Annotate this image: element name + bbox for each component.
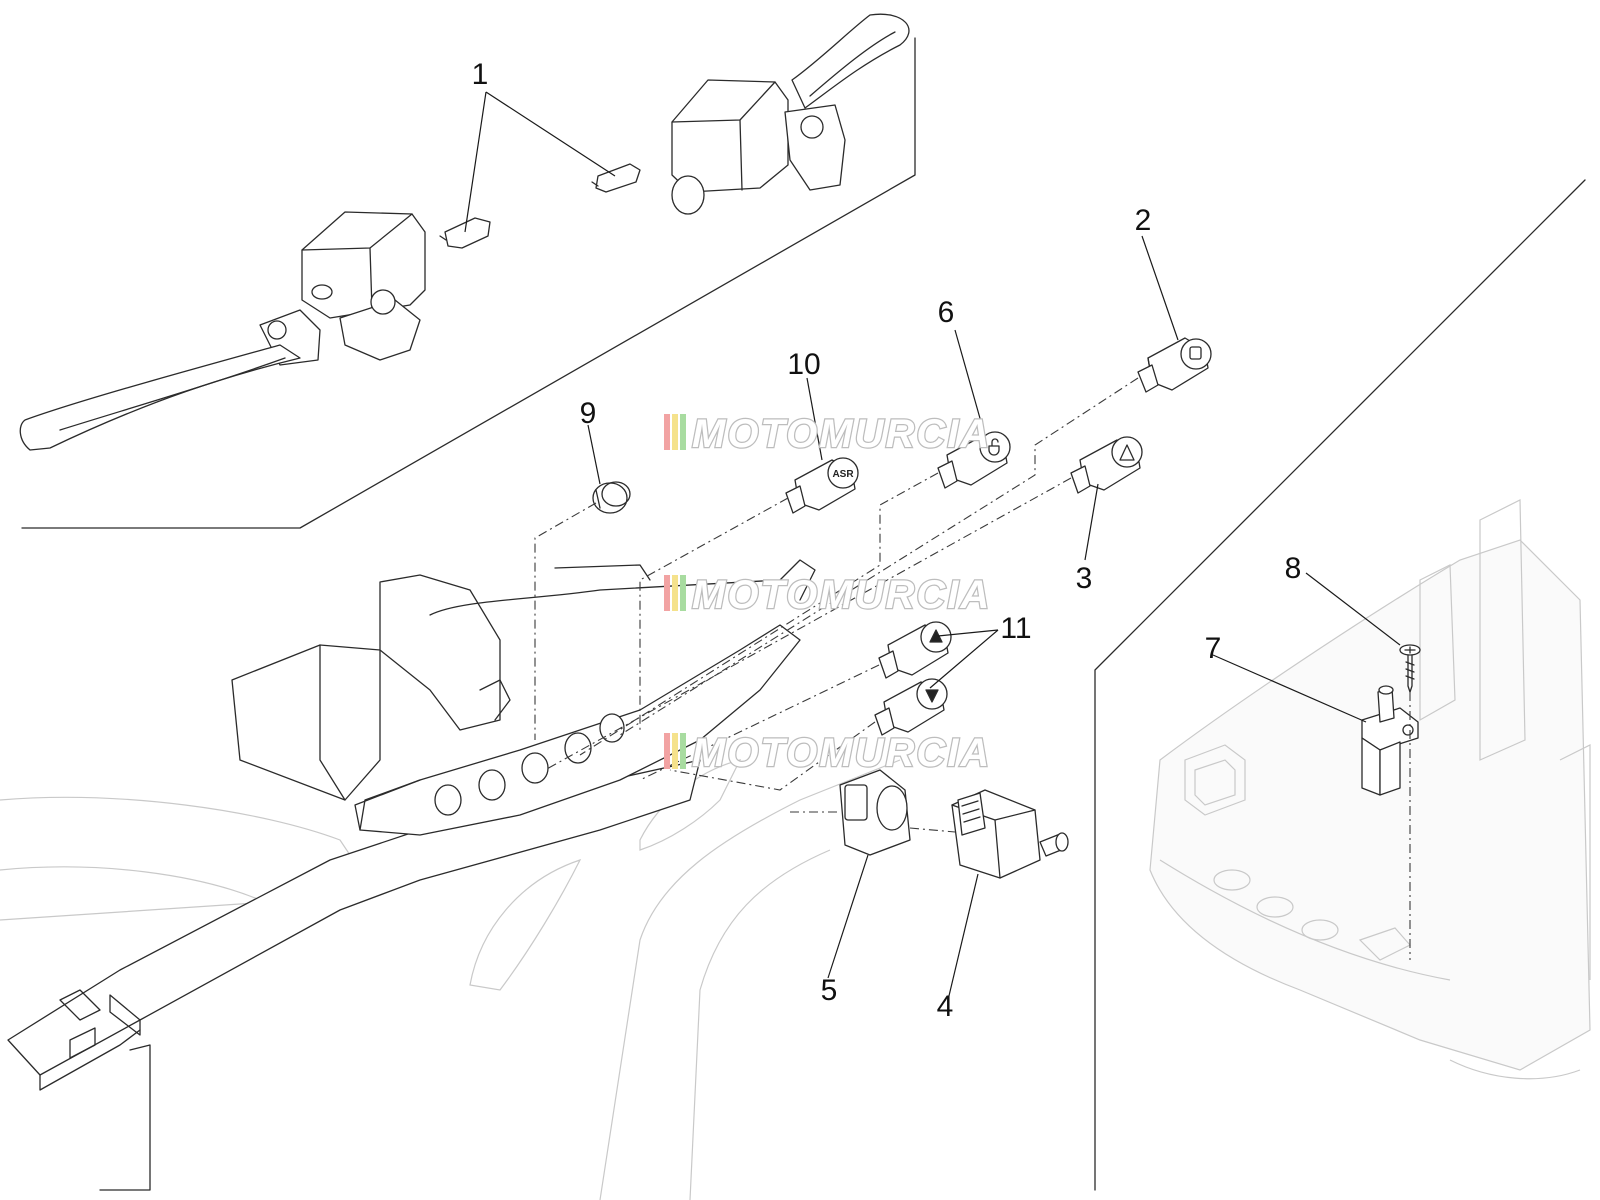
callout-6: 6 <box>938 296 955 329</box>
switch-6-unlock-icon <box>937 431 1011 489</box>
callout-4: 4 <box>937 990 954 1023</box>
assembly-lines <box>534 377 1411 960</box>
panel-dividers <box>21 37 1586 1191</box>
switch-2-boot-icon <box>1137 337 1212 393</box>
brake-stop-switches <box>439 163 641 249</box>
upper-bracket <box>379 574 501 731</box>
watermark-3: MOTOMURCIA <box>664 730 991 776</box>
callout-5: 5 <box>821 974 838 1007</box>
dashboard-background <box>0 759 901 1200</box>
watermark-2: MOTOMURCIA <box>664 572 991 618</box>
switch-10-asr: ASR <box>785 457 859 514</box>
switch-housing <box>354 624 801 836</box>
callout-10: 10 <box>787 348 820 381</box>
leader-lines <box>464 91 1401 1001</box>
callout-8: 8 <box>1285 552 1302 585</box>
callout-2: 2 <box>1135 204 1152 237</box>
asr-label: ASR <box>832 469 854 480</box>
callout-1: 1 <box>472 58 489 91</box>
dashboard-switch-panel <box>7 559 816 1191</box>
switch-3-hazard-icon <box>1070 436 1143 494</box>
glovebox-background <box>1149 499 1591 1080</box>
glovebox-light-switch-7 <box>1361 685 1419 796</box>
left-tab <box>231 644 381 801</box>
brake-master-cylinder-right <box>671 13 910 215</box>
switch-holes <box>434 713 625 816</box>
switch-11-up-arrow <box>878 621 952 679</box>
watermark-text: MOTOMURCIA <box>692 731 991 775</box>
switch-body-4 <box>951 789 1069 879</box>
right-panel-border <box>1094 179 1586 1191</box>
watermark-text: MOTOMURCIA <box>692 573 991 617</box>
brake-master-cylinder-left <box>19 211 426 451</box>
callout-9: 9 <box>580 397 597 430</box>
blanking-cap-9 <box>592 481 631 514</box>
callout-7: 7 <box>1205 632 1222 665</box>
switch-11-down-arrow <box>874 678 948 736</box>
top-left-panel-border <box>21 37 916 529</box>
callout-3: 3 <box>1076 562 1093 595</box>
watermark-1: MOTOMURCIA <box>664 411 991 457</box>
callout-numbers: 1 2 3 4 5 6 7 8 9 10 11 <box>472 58 1302 1023</box>
screw-8 <box>1399 644 1421 693</box>
brake-lever-left <box>19 344 301 451</box>
brake-lever-right <box>791 13 910 109</box>
dashboard-arm <box>7 759 701 1076</box>
switch-ring-5 <box>839 769 911 856</box>
watermark-text: MOTOMURCIA <box>692 412 991 456</box>
callout-11: 11 <box>1000 612 1031 645</box>
